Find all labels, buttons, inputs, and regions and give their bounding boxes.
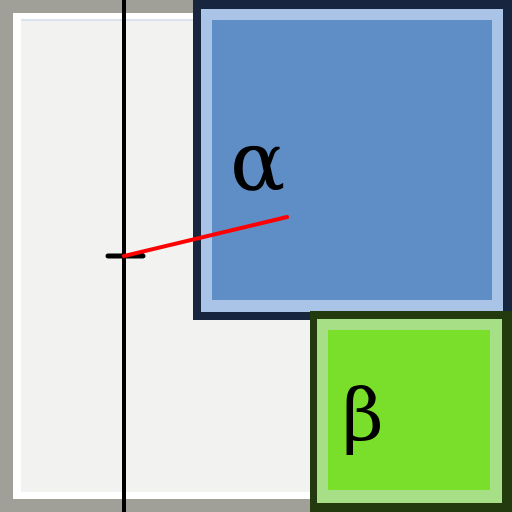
beta-label: β [342,373,384,457]
alpha-label: α [230,115,285,210]
beta-box-fill [328,330,490,490]
connector-line [122,215,289,258]
alpha-box-fill [212,20,492,300]
beta-box: β [310,311,512,512]
alpha-box: α [193,0,512,320]
